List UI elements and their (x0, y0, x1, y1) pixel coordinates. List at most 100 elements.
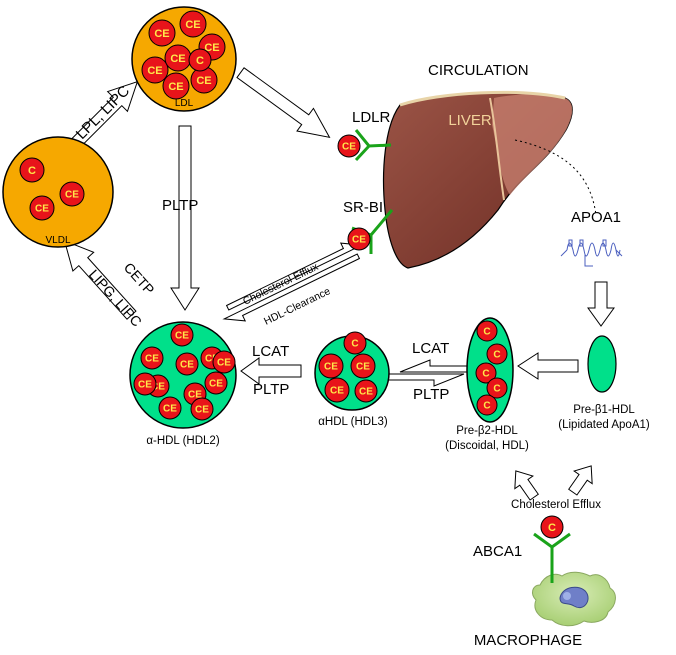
cholesteryl-ester-label: CE (330, 386, 344, 397)
cholesterol-sphere (19, 157, 45, 183)
svg-text:CE: CE (352, 235, 366, 246)
cholesterol-label: C (482, 369, 489, 380)
cholesteryl-ester-label: CE (151, 382, 165, 393)
cholesteryl-ester-label: CE (163, 404, 177, 415)
cholesteryl-ester-label: CE (217, 358, 231, 369)
abca1-label: ABCA1 (473, 543, 522, 560)
pltp-right-label: PLTP (413, 386, 449, 403)
cholesteryl-ester-label: CE (170, 53, 185, 65)
cholesteryl-ester-sphere (212, 350, 236, 374)
cholesteryl-ester-label: CE (188, 390, 202, 401)
arrow-hdl2-srbi-pair (222, 242, 364, 322)
ldlr-label: LDLR (352, 109, 391, 126)
pre-beta1-label-line2: (Lipidated ApoA1) (558, 419, 650, 431)
cholesterol-sphere (476, 394, 498, 416)
cholesteryl-ester-label: CE (185, 19, 200, 31)
cholesteryl-ester-label: CE (209, 379, 223, 390)
cholesterol-efflux-bottom-label: Cholesterol Efflux (511, 499, 601, 511)
arrow-hdl2-to-vldl (63, 240, 137, 320)
pre-beta1-hdl-particle (587, 335, 617, 393)
pltp-vertical-label: PLTP (162, 197, 198, 214)
macrophage-cell (532, 571, 616, 627)
arrow-ldl-to-hdl2 (170, 125, 200, 311)
cholesteryl-ester-label: CE (154, 28, 169, 40)
cetp-label: CETP (121, 259, 158, 297)
cholesteryl-ester-label: CE (175, 331, 189, 342)
cholesterol-sphere (475, 362, 497, 384)
cholesteryl-ester-label: CE (205, 354, 219, 365)
arrow-ldl-to-ldlr (236, 67, 331, 139)
apoa1-label: APOA1 (571, 209, 621, 226)
alpha-hdl3-label: αHDL (HDL3) (318, 416, 388, 428)
cholesterol-label: C (351, 339, 358, 350)
lpl-lipc-label: LPL, LIPC (73, 82, 133, 142)
cholesterol-sphere (188, 48, 212, 72)
cholesteryl-ester-sphere (324, 377, 350, 403)
cholesteryl-ester-label: CE (168, 81, 183, 93)
cholesteryl-ester-label: CE (359, 387, 373, 398)
cholesterol-label: C (28, 165, 36, 177)
cholesteryl-ester-sphere (158, 396, 182, 420)
srbi-ce-particle: CE (347, 227, 371, 251)
cholesteryl-ester-sphere (190, 397, 214, 421)
cholesteryl-ester-label: CE (356, 362, 370, 373)
vldl-particle: C CE CE VLDL (2, 136, 114, 248)
cholesteryl-ester-label: CE (196, 75, 211, 87)
cholesteryl-ester-label: CE (145, 354, 159, 365)
cholesterol-label: C (493, 350, 500, 361)
cholesterol-label: C (483, 327, 490, 338)
cholesterol-sphere (343, 331, 367, 355)
alpha-hdl3-particle: C CE CE CE CE (314, 331, 390, 411)
lcat-right-label: LCAT (412, 340, 449, 357)
cholesteryl-ester-label: CE (180, 360, 194, 371)
pre-beta2-label-line2: (Discoidal, HDL) (445, 440, 529, 452)
arrow-hdl3-to-hdl2 (240, 357, 302, 385)
cholesterol-label: C (196, 55, 204, 67)
cholesteryl-ester-label: CE (65, 190, 79, 201)
vldl-label: VLDL (45, 235, 70, 246)
svg-text:CE: CE (342, 142, 356, 153)
arrow-efflux-right (568, 465, 593, 496)
arrow-prebeta1-to-prebeta2 (517, 352, 579, 380)
liver-apoa1-leader (514, 139, 597, 216)
alpha-hdl2-label: α-HDL (HDL2) (146, 435, 219, 447)
ldl-label: LDL (175, 98, 194, 109)
srbi-label: SR-BI (343, 199, 383, 216)
cholesteryl-ester-label: CE (35, 204, 49, 215)
cholesteryl-ester-sphere (175, 352, 199, 376)
cholesteryl-ester-label: CE (147, 65, 162, 77)
svg-text:C: C (548, 522, 556, 534)
cholesteryl-ester-sphere (148, 19, 176, 47)
cholesteryl-ester-sphere (170, 323, 194, 347)
arrow-efflux-left (514, 470, 539, 501)
pltp-left-label: PLTP (253, 381, 289, 398)
pre-beta1-label-line1: Pre-β1-HDL (573, 404, 635, 416)
abca1-c-particle: C (540, 515, 564, 539)
liver: LIVER (382, 90, 573, 269)
pre-beta2-label-line1: Pre-β2-HDL (456, 425, 518, 437)
cholesteryl-ester-sphere (59, 181, 85, 207)
macrophage-label: MACROPHAGE (474, 632, 582, 649)
cholesteryl-ester-label: CE (204, 42, 219, 54)
cholesterol-label: C (483, 401, 490, 412)
cholesteryl-ester-sphere (350, 353, 376, 379)
lcat-left-label: LCAT (252, 343, 289, 360)
cholesteryl-ester-sphere (29, 195, 55, 221)
arrow-prebeta2-hdl3 (365, 359, 499, 387)
cholesterol-sphere (476, 320, 498, 342)
cholesterol-label: C (493, 384, 500, 395)
cholesteryl-ester-label: CE (195, 405, 209, 416)
cholesteryl-ester-sphere (133, 372, 157, 396)
cholesteryl-ester-sphere (162, 72, 190, 100)
cholesteryl-ester-sphere (179, 10, 207, 38)
cholesteryl-ester-label: CE (324, 362, 338, 373)
abca1-receptor (533, 532, 571, 583)
cholesteryl-ester-sphere (141, 56, 169, 84)
ldlr-receptor (354, 129, 392, 162)
circulation-label: CIRCULATION (428, 62, 529, 79)
cholesteryl-ester-sphere (318, 353, 344, 379)
cholesterol-sphere (486, 377, 508, 399)
